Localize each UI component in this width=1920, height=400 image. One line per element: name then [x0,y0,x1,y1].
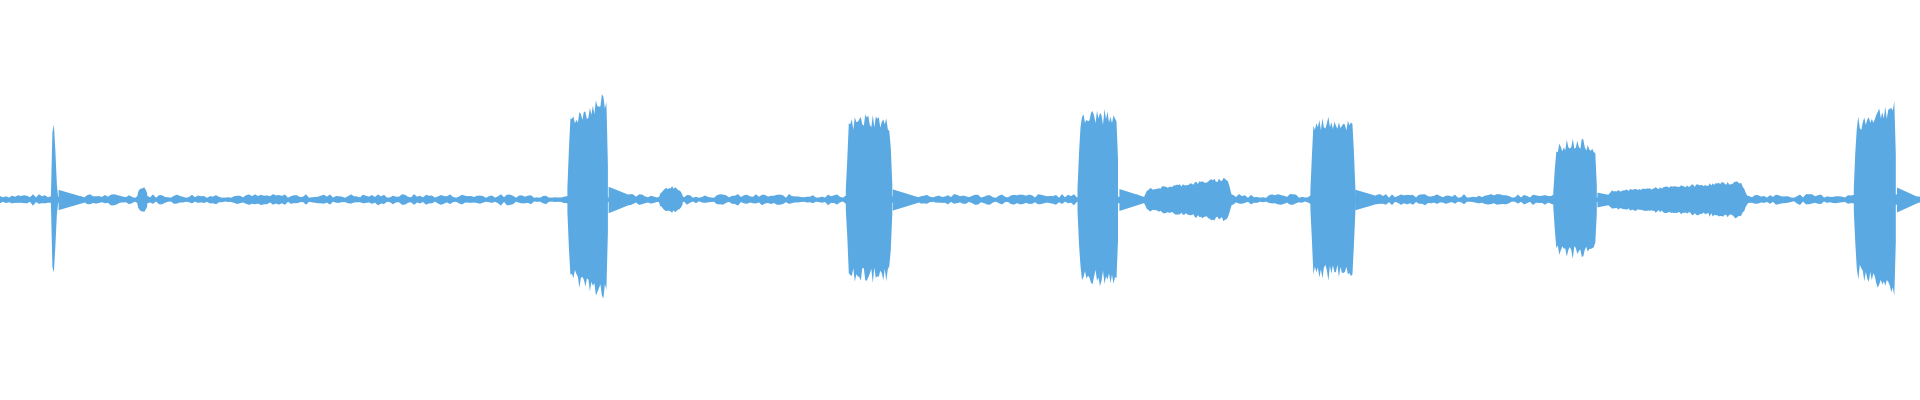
waveform-burst-tail [892,189,921,211]
waveform-burst [658,186,683,213]
waveform-burst [136,187,148,212]
waveform-burst [845,114,893,284]
waveform-burst-tail [1897,187,1920,213]
waveform-burst-tail [1119,189,1148,211]
waveform-burst [50,124,59,273]
waveform-burst [567,94,608,299]
waveform-burst [1142,178,1233,222]
waveform-noise-floor [0,194,1920,206]
waveform-burst [1310,116,1356,281]
waveform-burst-tail [58,189,87,211]
waveform-burst [1853,101,1896,296]
waveform-burst-tail [608,186,637,214]
waveform-burst [1077,109,1118,287]
waveform-burst [1553,138,1597,259]
waveform-burst [1603,181,1749,219]
waveform-burst-tail [1355,189,1384,211]
waveform-bursts [50,94,1920,299]
